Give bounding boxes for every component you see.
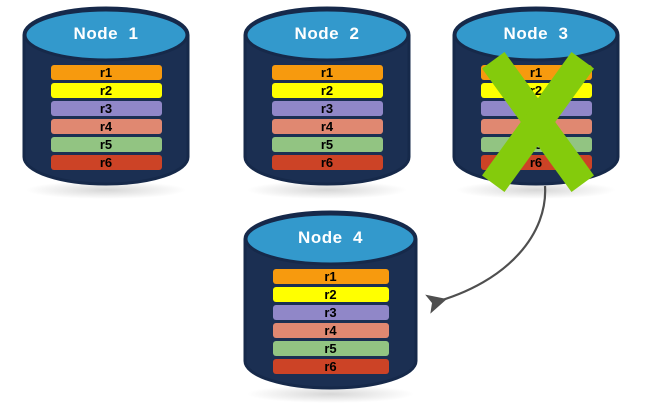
record-row[interactable]: r1 (480, 65, 592, 80)
record-label: r3 (529, 101, 543, 116)
record-label: r2 (99, 83, 113, 98)
record-row[interactable]: r3 (480, 101, 592, 116)
record-row[interactable]: r3 (272, 305, 389, 320)
record-row[interactable]: r4 (50, 119, 162, 134)
record-label: r5 (99, 137, 113, 152)
record-list-2: r1 r2 r3 r4 r5 r6 (243, 65, 411, 173)
record-row[interactable]: r2 (480, 83, 592, 98)
record-row[interactable]: r6 (271, 155, 383, 170)
record-label: r6 (529, 155, 543, 170)
record-row[interactable]: r5 (480, 137, 592, 152)
record-label: r2 (324, 287, 337, 302)
record-row[interactable]: r2 (271, 83, 383, 98)
record-label: r5 (320, 137, 334, 152)
record-label: r4 (529, 119, 543, 134)
record-row[interactable]: r5 (50, 137, 162, 152)
record-label: r6 (324, 359, 337, 374)
record-label: r1 (529, 65, 543, 80)
record-row[interactable]: r2 (272, 287, 389, 302)
record-label: r4 (324, 323, 337, 338)
record-label: r6 (320, 155, 334, 170)
record-row[interactable]: r6 (50, 155, 162, 170)
record-label: r1 (320, 65, 334, 80)
record-list-3: r1 r2 r3 r4 r5 r6 (452, 65, 620, 173)
record-label: r1 (99, 65, 113, 80)
record-row[interactable]: r2 (50, 83, 162, 98)
record-label: r3 (324, 305, 337, 320)
record-label: r6 (99, 155, 113, 170)
record-label: r3 (99, 101, 113, 116)
record-label: r2 (529, 83, 543, 98)
record-row[interactable]: r6 (272, 359, 389, 374)
record-label: r4 (99, 119, 113, 134)
record-row[interactable]: r5 (272, 341, 389, 356)
record-row[interactable]: r4 (480, 119, 592, 134)
record-list-4: r1 r2 r3 r4 r5 r6 (243, 269, 418, 377)
record-label: r5 (324, 341, 337, 356)
record-row[interactable]: r5 (271, 137, 383, 152)
record-row[interactable]: r4 (271, 119, 383, 134)
record-row[interactable]: r1 (272, 269, 389, 284)
record-label: r3 (320, 101, 334, 116)
record-list-1: r1 r2 r3 r4 r5 r6 (22, 65, 190, 173)
record-row[interactable]: r6 (480, 155, 592, 170)
record-label: r4 (320, 119, 334, 134)
record-row[interactable]: r3 (50, 101, 162, 116)
record-label: r1 (324, 269, 337, 284)
record-label: r5 (529, 137, 543, 152)
record-row[interactable]: r1 (50, 65, 162, 80)
record-row[interactable]: r1 (271, 65, 383, 80)
record-row[interactable]: r4 (272, 323, 389, 338)
record-label: r2 (320, 83, 334, 98)
record-row[interactable]: r3 (271, 101, 383, 116)
